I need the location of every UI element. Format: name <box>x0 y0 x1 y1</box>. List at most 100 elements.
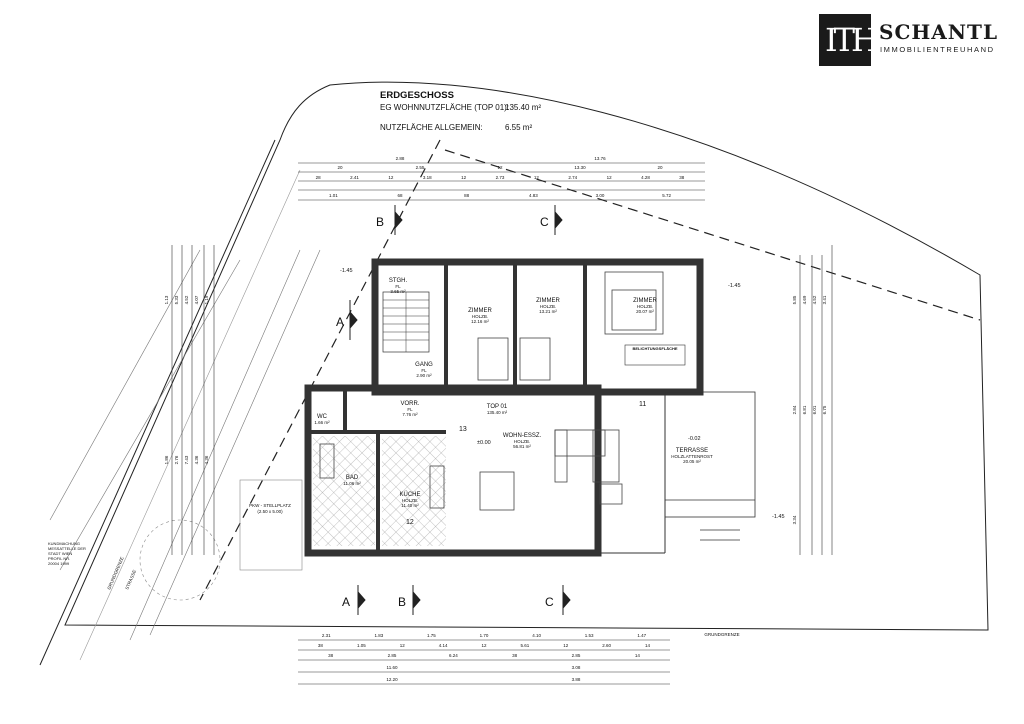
level-left: -1.45 <box>340 268 353 274</box>
street-label-2: STRASSE <box>124 569 137 590</box>
dim-bottom-637-2: 1.75 <box>427 633 436 638</box>
room-stgh-sub: FL <box>395 284 401 289</box>
dim-bottom-637-0: 2.31 <box>322 633 331 638</box>
dim-bottom-647-8: 14 <box>645 643 651 648</box>
dim-left-3: 4.07 <box>194 295 199 304</box>
dim-bottom-647-4: 12 <box>481 643 487 648</box>
dim-right-8: 3.34 <box>792 515 797 524</box>
grundgrenze-label: GRUNDGRENZE <box>704 632 739 637</box>
dim-top-179-4: 12 <box>461 175 467 180</box>
room-number-12: 12 <box>406 519 414 526</box>
dim-top-179-8: 12 <box>607 175 613 180</box>
room-zimmer1-area: 12.16 m² <box>471 319 489 324</box>
dim-top-169-3: 13.30 <box>574 165 586 170</box>
dim-top-197-5: 5.72 <box>662 193 671 198</box>
dim-left-5: 1.86 <box>164 455 169 464</box>
dim-bottom-647-6: 12 <box>563 643 569 648</box>
level-terrace: -0.02 <box>688 436 701 442</box>
wnf-label: EG WOHNNUTZFLÄCHE (TOP 01): <box>380 103 510 112</box>
dim-bottom-657-1: 2.85 <box>388 653 397 658</box>
dim-left-1: 5.33 <box>174 295 179 304</box>
dim-top-197-1: 68 <box>397 193 403 198</box>
dim-bottom-669-1: 3.08 <box>572 665 581 670</box>
interior-walls <box>310 262 587 550</box>
room-gang-name: GANG <box>415 362 433 368</box>
dim-right-7: 6.75 <box>822 405 827 414</box>
nf-value: 6.55 m² <box>505 123 533 132</box>
dim-bottom-647-5: 5.61 <box>521 643 530 648</box>
dim-top-179-6: 12 <box>534 175 540 180</box>
room-terrasse-sub: HOLZLATTENROST <box>671 454 713 459</box>
dim-bottom-657-0: 38 <box>328 653 334 658</box>
dim-top-179-10: 38 <box>679 175 685 180</box>
room-wc-area: 1.66 m² <box>314 420 330 425</box>
dim-left-2: 4.52 <box>184 295 189 304</box>
room-stgh-name: STGH. <box>389 278 408 284</box>
dim-top-160-0: 2.88 <box>396 156 405 161</box>
wohn-area-outline <box>597 391 666 554</box>
dim-top-179-1: 2.41 <box>350 175 359 180</box>
dim-left-7: 7.43 <box>184 455 189 464</box>
room-vorr-area: 7.76 m² <box>402 412 418 417</box>
kueche-tiles <box>382 436 446 546</box>
dim-top-197-2: 88 <box>464 193 470 198</box>
dim-left-9: 4.36 <box>204 455 209 464</box>
logo-subtitle: IMMOBILIENTREUHAND <box>880 45 995 54</box>
street-lines <box>49 249 321 641</box>
dim-top-179-5: 2.73 <box>496 175 505 180</box>
dim-bottom-647-1: 1.05 <box>357 643 366 648</box>
dim-bottom-637-5: 1.53 <box>585 633 594 638</box>
left-note-3: STADT WIEN <box>48 551 72 556</box>
dim-bottom-657-2: 6.24 <box>449 653 458 658</box>
logo-name: SCHANTL <box>879 20 999 44</box>
room-wohn-sub: HOLZB. <box>514 439 530 444</box>
left-note-5: 20004 1999 <box>48 561 70 566</box>
left-note-4: PROFIL NR. <box>48 556 70 561</box>
bad-tiles <box>313 436 375 546</box>
dim-bottom-681-1: 3.88 <box>572 677 581 682</box>
dim-top-197-0: 1.01 <box>329 193 338 198</box>
dim-right-0: 5.85 <box>792 295 797 304</box>
dim-bottom-681-0: 12.20 <box>386 677 398 682</box>
dim-right-5: 6.81 <box>802 405 807 414</box>
room-vorr-sub: FL <box>407 407 413 412</box>
dim-bottom-637-4: 4.10 <box>532 633 541 638</box>
room-zimmer3-area: 20.07 m² <box>636 309 654 314</box>
terrace <box>664 391 756 541</box>
room-number-13: 13 <box>459 426 467 433</box>
room-vorr-name: VORR. <box>400 401 419 407</box>
dim-left-6: 2.76 <box>174 455 179 464</box>
room-kueche-area: 11.40 m² <box>401 503 419 508</box>
room-gang-sub: FL <box>421 368 427 373</box>
room-zimmer3-sub: HOLZB. <box>637 304 653 309</box>
dim-bottom-657-4: 2.85 <box>572 653 581 658</box>
room-terrasse-area: 20.05 m² <box>683 459 701 464</box>
room-zimmer2-name: ZIMMER <box>536 298 560 304</box>
dim-bottom-647-0: 38 <box>318 643 324 648</box>
furniture <box>319 271 664 511</box>
dim-lines-right <box>799 245 833 555</box>
section-a-bottom: A <box>342 595 350 609</box>
room-gang-area: 2.90 m² <box>416 373 432 378</box>
room-wohn-area: 56.81 m² <box>513 444 531 449</box>
dim-right-6: 6.01 <box>812 405 817 414</box>
room-top-area: 135.40 m² <box>487 410 508 415</box>
dim-bottom-637-6: 1.47 <box>637 633 646 638</box>
dim-top-179-0: 28 <box>316 175 322 180</box>
level-zero: ±0.00 <box>477 440 491 446</box>
nf-label: NUTZFLÄCHE ALLGEMEIN: <box>380 123 483 132</box>
wnf-value: 135.40 m² <box>505 103 542 112</box>
dim-left-4: 1.19 <box>204 295 209 304</box>
parking-dim: (2.50 x 5.00) <box>257 509 283 514</box>
dim-top-197-4: 3.00 <box>596 193 605 198</box>
room-zimmer1-sub: HOLZB. <box>472 314 488 319</box>
dim-lines-top <box>298 162 705 201</box>
dim-top-160-1: 13.76 <box>594 156 606 161</box>
room-wc-name: WC <box>317 414 328 420</box>
dim-top-197-3: 4.83 <box>529 193 538 198</box>
dim-bottom-637-3: 1.70 <box>480 633 489 638</box>
section-c-bottom: C <box>545 595 554 609</box>
room-bad-area: 11.06 m² <box>343 481 361 486</box>
room-top-name: TOP 01 <box>487 404 508 410</box>
